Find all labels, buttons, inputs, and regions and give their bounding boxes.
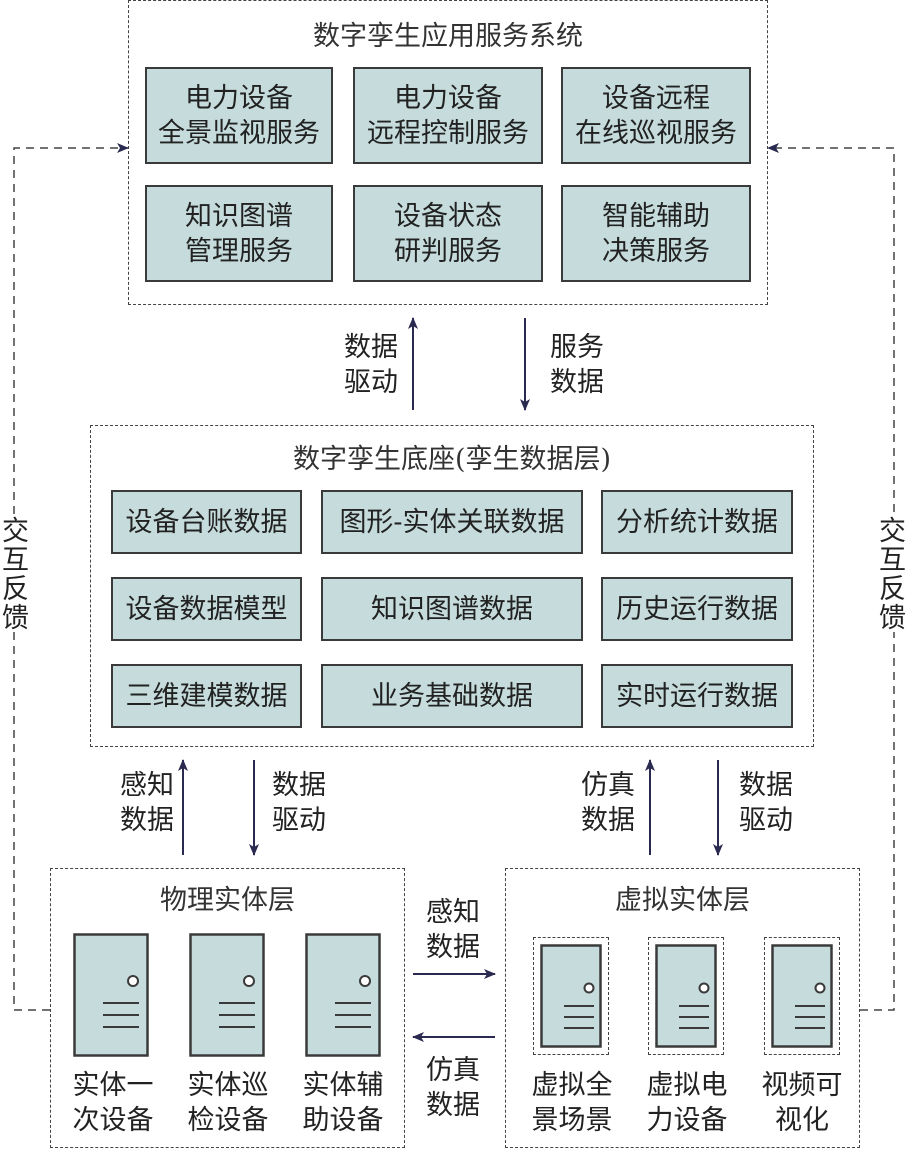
virtual-device-1-label: 虚拟全 景场景: [531, 1070, 613, 1136]
virtual-device-3-label: 视频可 视化: [761, 1070, 843, 1136]
physical-device-1-icon: [73, 933, 149, 1057]
label-perception-up: 感知 数据: [120, 770, 174, 836]
service-decision-support: 智能辅助 决策服务: [561, 185, 751, 282]
data-statistics: 分析统计数据: [601, 490, 793, 554]
data-equipment-ledger: 设备台账数据: [111, 490, 302, 554]
virtual-device-2-icon: [655, 944, 717, 1048]
virtual-device-3-frame: [764, 937, 840, 1055]
virtual-device-3-icon: [771, 944, 833, 1048]
data-business-base: 业务基础数据: [321, 664, 583, 728]
service-remote-control: 电力设备 远程控制服务: [353, 67, 543, 164]
label-data-drive-up: 数据 驱动: [344, 332, 398, 398]
virtual-device-2-label: 虚拟电 力设备: [646, 1070, 728, 1136]
data-graphic-entity-link: 图形-实体关联数据: [321, 490, 583, 554]
data-equipment-model: 设备数据模型: [111, 577, 302, 641]
virtual-device-1-icon: [540, 944, 602, 1048]
label-data-drive-down-left: 数据 驱动: [272, 770, 326, 836]
feedback-right-label: 交互反馈: [874, 516, 907, 632]
feedback-left-label: 交互反馈: [0, 516, 30, 632]
physical-device-1-label: 实体一 次设备: [72, 1070, 154, 1136]
app-layer-title: 数字孪生应用服务系统: [313, 21, 583, 52]
label-perception-right: 感知 数据: [426, 897, 480, 963]
data-knowledge-graph: 知识图谱数据: [321, 577, 583, 641]
app-layer-frame: [128, 0, 768, 305]
virtual-device-2-frame: [648, 937, 724, 1055]
service-remote-inspection: 设备远程 在线巡视服务: [561, 67, 751, 164]
base-layer-frame: [90, 425, 814, 747]
service-status-analysis: 设备状态 研判服务: [353, 185, 543, 282]
physical-device-2-icon: [189, 933, 265, 1057]
service-panorama-monitoring: 电力设备 全景监视服务: [145, 67, 333, 164]
base-layer-title: 数字孪生底座(孪生数据层): [292, 444, 612, 475]
data-realtime-operation: 实时运行数据: [601, 664, 793, 728]
label-service-data-down: 服务 数据: [550, 332, 604, 398]
physical-device-2-label: 实体巡 检设备: [187, 1070, 269, 1136]
physical-layer-title: 物理实体层: [160, 885, 295, 916]
data-3d-modeling: 三维建模数据: [111, 664, 302, 728]
virtual-device-1-frame: [533, 937, 609, 1055]
label-data-drive-down-right: 数据 驱动: [739, 770, 793, 836]
data-history-operation: 历史运行数据: [601, 577, 793, 641]
physical-device-3-label: 实体辅 助设备: [302, 1070, 384, 1136]
service-knowledge-graph: 知识图谱 管理服务: [145, 185, 333, 282]
label-simulation-up: 仿真 数据: [581, 770, 635, 836]
physical-device-3-icon: [305, 933, 381, 1057]
label-simulation-left: 仿真 数据: [426, 1055, 480, 1121]
virtual-layer-frame: [505, 868, 860, 1148]
physical-layer-frame: [50, 868, 405, 1148]
virtual-layer-title: 虚拟实体层: [615, 885, 750, 916]
